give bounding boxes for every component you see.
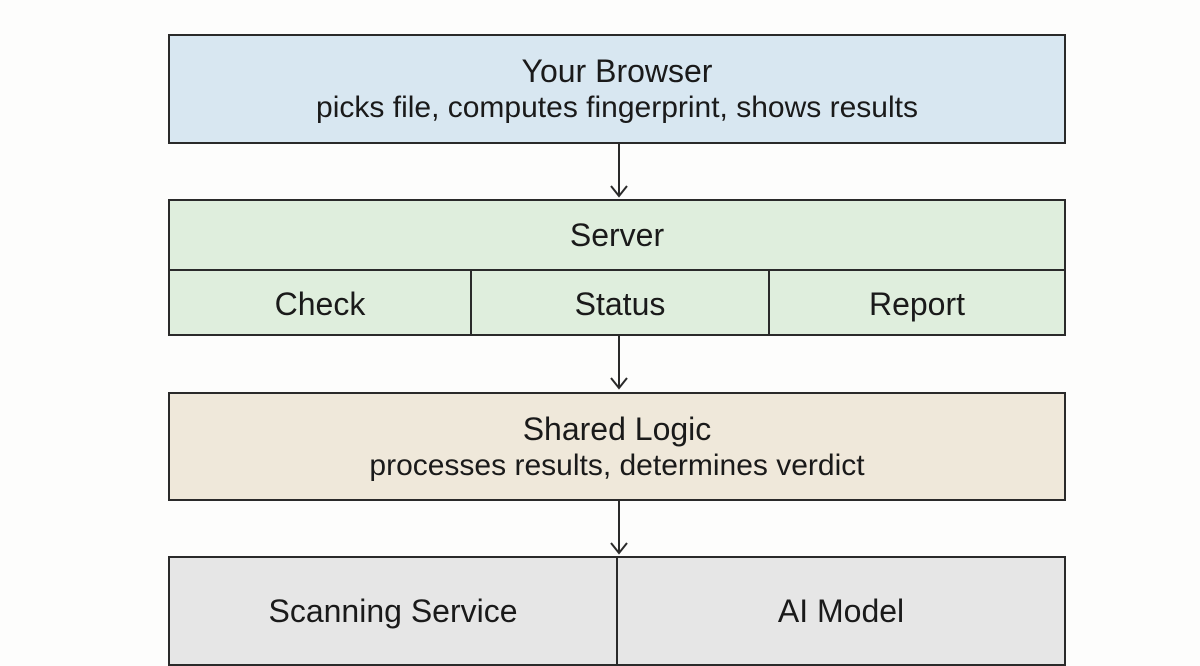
- shared-subtitle: processes results, determines verdict: [369, 448, 865, 482]
- browser-subtitle: picks file, computes fingerprint, shows …: [316, 91, 918, 124]
- backend-box: Scanning Service AI Model: [168, 556, 1066, 666]
- browser-box: Your Browser picks file, computes finger…: [168, 34, 1066, 144]
- scanning-service: Scanning Service: [268, 593, 518, 629]
- server-box: Server Check Status Report: [168, 199, 1066, 336]
- endpoint-check: Check: [274, 285, 366, 322]
- browser-title: Your Browser: [521, 53, 713, 89]
- shared-title: Shared Logic: [522, 410, 712, 447]
- shared-logic-box: Shared Logic processes results, determin…: [168, 392, 1066, 501]
- endpoint-report: Report: [768, 271, 1064, 336]
- ai-model: AI Model: [616, 558, 1064, 664]
- arrow-down-icon: [610, 501, 628, 555]
- arrow-down-icon: [610, 144, 628, 198]
- arrow-down-icon: [610, 336, 628, 390]
- server-title: Server: [170, 201, 1064, 271]
- endpoint-status: Status: [470, 271, 768, 336]
